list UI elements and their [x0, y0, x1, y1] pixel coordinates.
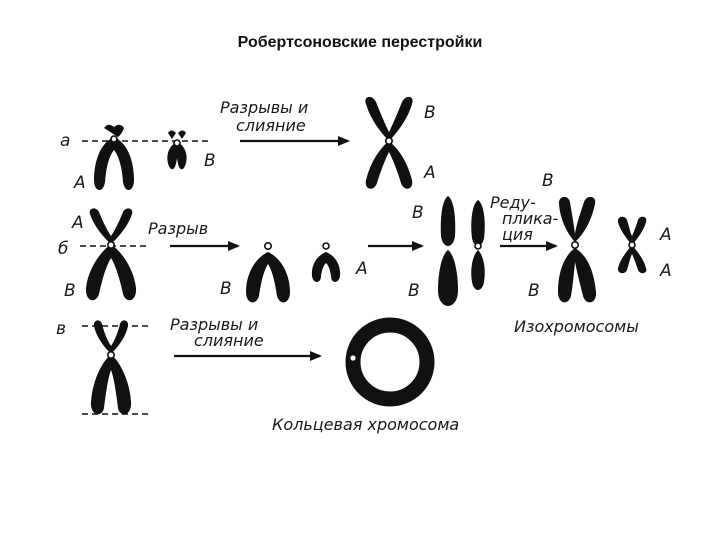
row-a-acrocentric-small: [167, 130, 187, 170]
row-b-isochromosome-small: [617, 216, 647, 274]
row-b-iso-small-label-1: А: [659, 225, 672, 245]
row-b-rod-chromosome-1: [438, 196, 458, 306]
row-a-caption-1: Разрывы и: [220, 98, 308, 117]
row-a-label-a: А: [73, 173, 86, 193]
row-b-iso-label-top: В: [542, 171, 554, 191]
row-b-redup-caption-1: Реду-: [490, 193, 536, 212]
row-a-label-b: В: [204, 151, 216, 171]
row-c-metacentric: [90, 320, 132, 415]
row-b-label-top: А: [71, 213, 84, 233]
row-b-iso-small-label-2: А: [659, 261, 672, 281]
row-b-fragment-small: [311, 242, 341, 282]
ring-chromosome: [345, 317, 435, 407]
row-b-iso-label-bottom: В: [528, 281, 540, 301]
ring-chromosome-caption: Кольцевая хромосома: [272, 415, 459, 434]
row-a-result-label-a: А: [423, 163, 436, 183]
row-b-redup-caption-2: пликa-: [502, 209, 559, 228]
row-b-caption: Разрыв: [148, 219, 208, 238]
row-b-isochromosome-large: [558, 196, 597, 303]
row-c-letter: в: [56, 319, 66, 339]
row-b-mid-label-a: А: [355, 259, 368, 279]
row-a-result-label-b: В: [424, 103, 436, 123]
row-a-letter: а: [60, 131, 70, 151]
row-b-fragment-large: [246, 242, 290, 303]
isochromosomes-caption: Изохромосомы: [514, 317, 639, 336]
row-c-caption-1: Разрывы и: [170, 315, 258, 334]
row-b-rod-chromosome-2: [471, 200, 485, 290]
row-a-caption-2: слияние: [236, 116, 306, 135]
page-title: Робертсоновские перестройки: [237, 34, 483, 51]
row-b-redup-caption-3: ция: [502, 225, 533, 244]
row-c-caption-2: слияние: [194, 331, 264, 350]
row-b-mid-label-b: В: [220, 279, 232, 299]
row-a-acrocentric-large: [94, 124, 134, 191]
row-b-letter: б: [58, 239, 68, 259]
row-b-rod-label-top: В: [412, 203, 424, 223]
row-b-rod-label-bottom: В: [408, 281, 420, 301]
row-b-label-bottom: В: [64, 281, 76, 301]
row-a-fused-metacentric: [365, 96, 413, 189]
row-b-metacentric: [85, 208, 137, 301]
